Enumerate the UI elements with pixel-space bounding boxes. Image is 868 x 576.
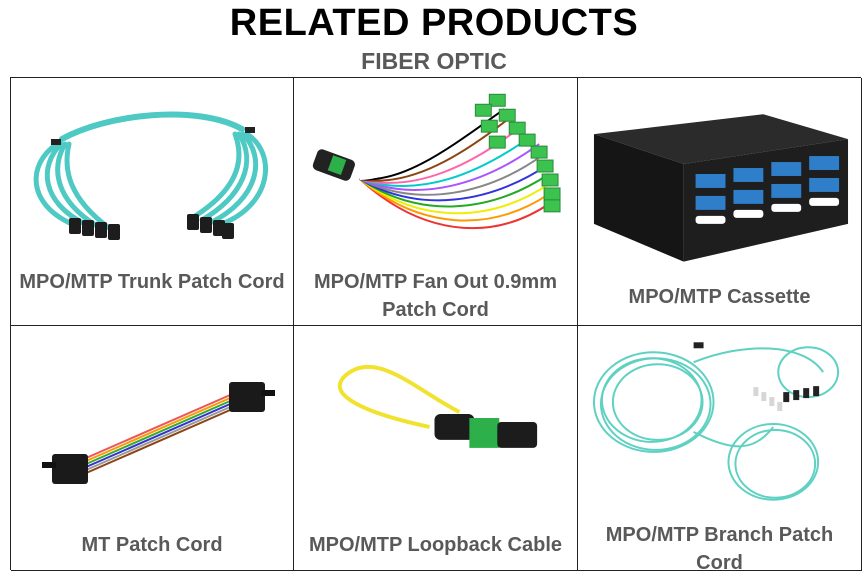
product-card-loopback[interactable]: MPO/MTP Loopback Cable	[294, 326, 578, 571]
branch-cable-image	[584, 332, 855, 510]
product-card-branch[interactable]: MPO/MTP Branch Patch Cord	[578, 326, 862, 571]
product-label[interactable]: MPO/MTP Cassette	[628, 286, 811, 308]
product-label[interactable]: MPO/MTP Loopback Cable	[309, 534, 562, 556]
fan-out-cable-image	[300, 84, 571, 262]
product-label[interactable]: MPO/MTP Fan Out 0.9mm Patch Cord	[314, 271, 557, 321]
product-label[interactable]: MT Patch Cord	[81, 534, 223, 556]
mt-patch-cord-image	[17, 332, 287, 510]
page-title: RELATED PRODUCTS	[229, 2, 639, 44]
product-grid: MPO/MTP Trunk Patch Cord	[10, 77, 862, 571]
product-label[interactable]: MPO/MTP Trunk Patch Cord	[19, 271, 285, 293]
page-subtitle: FIBER OPTIC	[361, 48, 507, 74]
product-label[interactable]: MPO/MTP Branch Patch Cord	[605, 524, 834, 571]
product-card-mt[interactable]: MT Patch Cord	[11, 326, 294, 571]
cassette-panel-image	[584, 84, 855, 262]
loopback-cable-image	[300, 332, 571, 510]
product-card-fanout[interactable]: MPO/MTP Fan Out 0.9mm Patch Cord	[294, 78, 578, 326]
product-card-trunk[interactable]: MPO/MTP Trunk Patch Cord	[11, 78, 294, 326]
product-card-cassette[interactable]: MPO/MTP Cassette	[578, 78, 862, 326]
mpo-trunk-cable-image	[17, 84, 287, 262]
